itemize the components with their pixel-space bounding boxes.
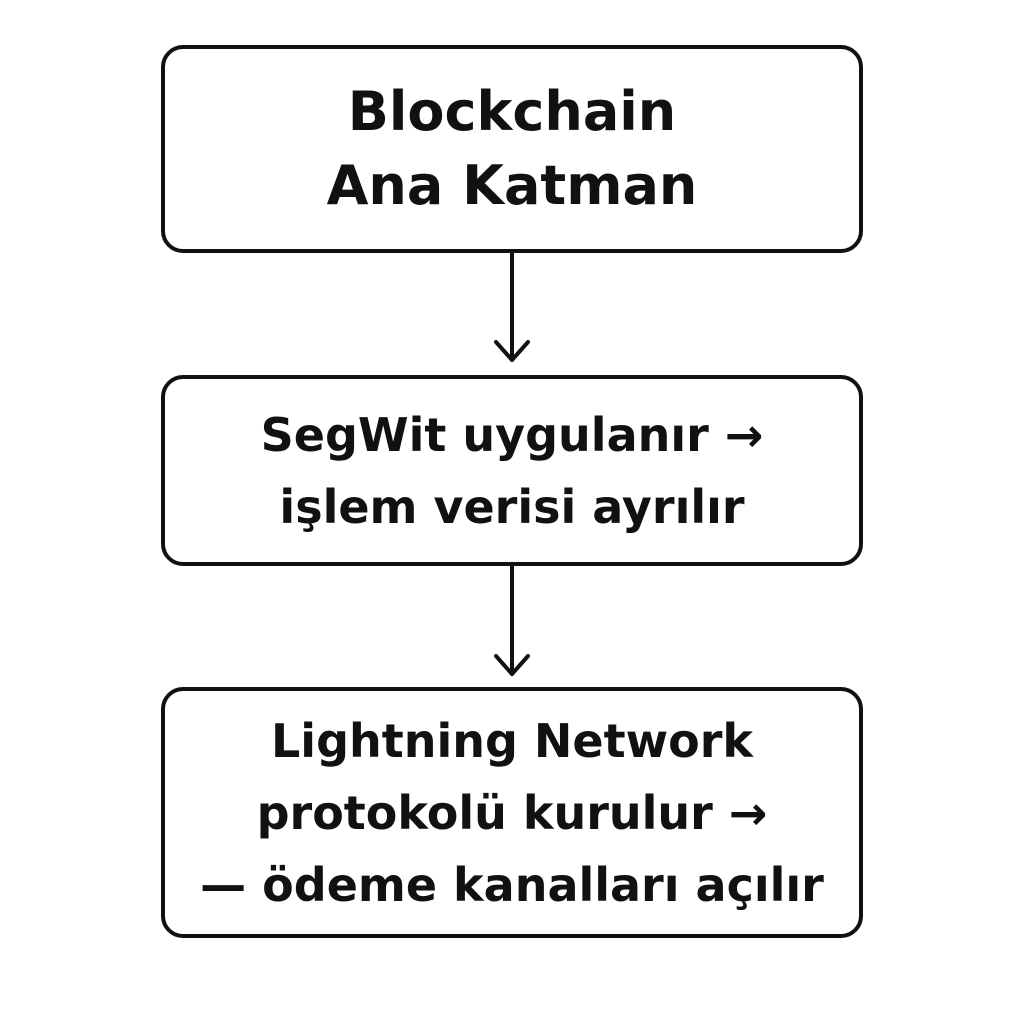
node-label-line: Blockchain [347,80,677,143]
node-blockchain-main-layer: Blockchain Ana Katman [161,45,863,253]
node-label-line: SegWit uygulanır → [260,407,764,462]
node-label-line: protokolü kurulur → [256,785,768,840]
arrowhead-icon [494,340,530,362]
arrowhead-icon [494,654,530,676]
node-label-line: Ana Katman [326,154,698,217]
node-label-line: işlem verisi ayrılır [279,479,745,534]
node-label-line: Lightning Network [270,713,753,768]
edge-node-1-to-node-2 [494,251,530,362]
node-segwit: SegWit uygulanır → işlem verisi ayrılır [161,375,863,566]
node-label-line: — ödeme kanalları açılır [200,857,824,912]
edge-node-2-to-node-3 [494,564,530,676]
node-lightning-network: Lightning Network protokolü kurulur → — … [161,687,863,938]
